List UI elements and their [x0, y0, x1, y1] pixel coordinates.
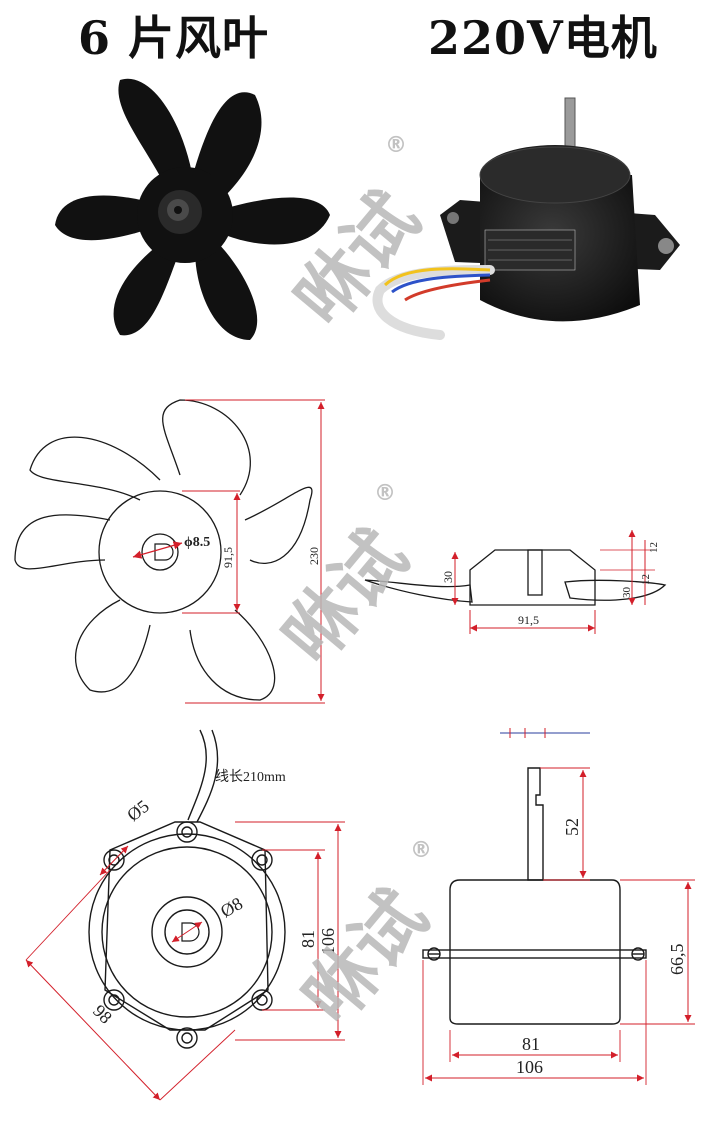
- fan-side-view: [364, 549, 667, 606]
- hub-diameter-label: ϕ8.5: [184, 535, 210, 550]
- side-small-2-label: 12: [640, 574, 652, 585]
- motor-front-dims: 线长210mm Ø5 Ø8 81 106 98: [25, 769, 345, 1101]
- side-height-2-label: 30: [621, 587, 633, 599]
- fan-front-view: [14, 399, 313, 701]
- motor-side-view: [422, 767, 647, 1025]
- shaft-length-label: 52: [562, 818, 582, 836]
- overall-diameter-label: 230: [307, 547, 321, 565]
- motor-side-dims: 52 66,5 81 106: [422, 728, 695, 1085]
- hub-height-label: 91,5: [221, 547, 235, 568]
- body-height-label: 66,5: [667, 944, 687, 976]
- registered-mark: ®: [374, 481, 396, 506]
- mount-height-inner-label: 81: [298, 930, 318, 948]
- width-inner-label: 81: [522, 1034, 540, 1054]
- fan-side-dims: 30 91,5 12 30 12: [441, 530, 660, 634]
- side-small-1-label: 12: [648, 542, 660, 553]
- wire-length-label: 线长210mm: [215, 769, 286, 785]
- fan-hub-outline: [98, 490, 222, 614]
- registered-mark: ®: [410, 838, 432, 863]
- width-outer-label: 106: [516, 1057, 543, 1077]
- hole-diameter-label: Ø5: [123, 796, 153, 825]
- motor-photo: [372, 97, 680, 340]
- fan-photo: [55, 78, 330, 340]
- mount-height-outer-label: 106: [318, 928, 338, 955]
- watermark-text: 咻试: [287, 875, 444, 1039]
- registered-mark: ®: [385, 133, 407, 158]
- watermark-text: 咻试: [267, 515, 424, 679]
- side-hub-width-label: 91,5: [518, 613, 539, 627]
- motor-title: 220V电机: [428, 11, 658, 65]
- shaft-diameter-label: Ø8: [217, 893, 246, 921]
- fan-front-dims: ϕ8.5 91,5 230: [132, 399, 325, 704]
- side-height-1-label: 30: [441, 571, 455, 583]
- watermark-middle: 咻试 ®: [267, 481, 424, 679]
- fan-title: 6 片风叶: [78, 11, 270, 65]
